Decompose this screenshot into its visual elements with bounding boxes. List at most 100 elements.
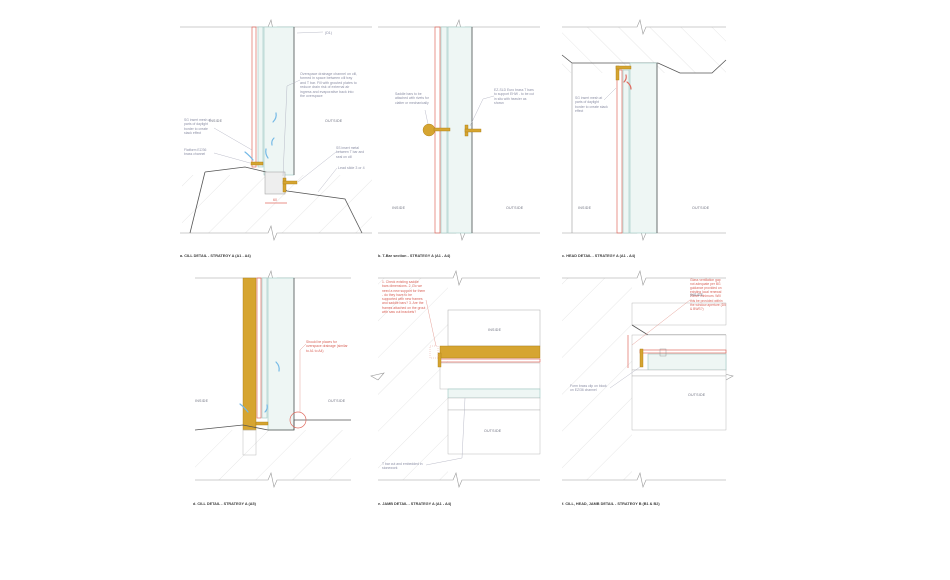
leader-line [317,167,338,193]
brass-channel [250,161,264,166]
saddle-bar [422,123,436,137]
insert-note: SG insert mesh at parts of daylight bord… [575,96,608,113]
leader-line [296,31,324,34]
leaded-glass-zone [447,388,541,399]
bottom-break-line [378,472,540,488]
airflow-arrow-icon [271,137,275,146]
head-profile [561,54,727,74]
airflow-arrow-icon [264,404,268,413]
leader-line [282,79,301,177]
airflow-arrow-icon [239,403,249,413]
leader-line [609,366,641,389]
panel-c-caption: c. HEAD DETAIL - STRATEGY A (A1 - A4) [562,254,636,258]
leader-line [424,109,429,125]
brass-t-bar-flange [282,180,298,185]
airflow-arrow-icon [623,74,627,83]
saddle-bar-outline [429,345,439,359]
brass-frame [242,277,257,431]
brass-channel [639,348,644,368]
secondary-glazing-inner [616,69,623,234]
clip [659,348,667,357]
stone-hatch [195,430,351,480]
secondary-glazing-inner [439,358,541,363]
outside-label: OUTSIDE [325,119,343,123]
outside-block [447,397,541,411]
panel-d-cill-detail: Should be places for overspace drainage … [193,270,351,506]
bottom-break-line [562,472,726,488]
bottom-note: T bar cut and embedded in stonework [382,462,422,470]
panel-f-cill-head-jamb: Glass ventilation gap not adequate per B… [562,270,734,506]
bottom-break-line [180,225,372,241]
leader-line [631,299,691,346]
secondary-glazing [257,26,264,168]
panel-c-head-detail: SG insert mesh at parts of daylight bord… [561,19,727,258]
leaded-glass-zone [647,353,727,371]
steps-note: 1. Check existing saddle bars dimensions… [382,280,425,314]
inside-label: INSIDE [195,399,209,403]
trim-note: SS insert metal between T bar and seal o… [336,146,364,159]
panel-a-caption: a. CILL DETAIL - STRATEGY A (A1 - A4) [180,254,251,258]
brass-channel [437,352,442,368]
reveal-block [439,362,541,390]
panel-f-caption: f. CILL, HEAD, JAMB DETAIL - STRATEGY B … [562,502,660,506]
inside-label: INSIDE [209,119,223,123]
panel-e-caption: e. JAMB DETAIL - STRATEGY A (A1 - A4) [378,502,452,506]
top-break-line [562,19,726,35]
dim-top-label: (D1) [325,31,332,35]
drainage-note: Overspace drainage channel on cill, form… [300,72,357,98]
saddle-note: Saddle bars to be attached with rivets f… [395,92,429,105]
outside-label: OUTSIDE [692,206,710,210]
cill-profile [194,419,351,431]
reveal-line [631,324,726,336]
leader-line [213,152,251,164]
bottom-break-line [195,472,351,488]
brass-t-bar [282,177,287,193]
panel-e-jamb-detail: 1. Check existing saddle bars dimensions… [370,270,541,506]
top-break-line [562,270,726,286]
saddle-bar-tie [433,127,451,132]
leader-line [603,87,617,101]
drainage-note: Should be places for overspace drainage … [306,340,348,353]
leader-line [213,127,253,151]
grout-block [264,171,286,195]
left-break-mark [370,372,385,381]
outside-label: OUTSIDE [688,393,706,397]
airflow-arrow-icon [244,151,254,161]
airflow-arrow-icon [626,81,632,90]
secondary-glazing [622,69,630,234]
outside-label: OUTSIDE [328,399,346,403]
secondary-glazing-inner [256,277,262,419]
frame-foot [242,429,257,456]
outside-label: OUTSIDE [506,206,524,210]
stone-hatch [562,278,632,480]
line-note: Lead slide 3 or 4 [338,166,365,170]
brass-t-bar-flange [464,128,482,133]
panel-b-caption: b. T-Bar section - STRATEGY A (A1 - A4) [378,254,451,258]
inside-label: INSIDE [690,293,704,297]
leader-line [299,343,307,412]
inside-label: INSIDE [578,206,592,210]
detail-callout-circle [289,411,307,429]
panel-d-caption: d. CILL DETAIL - STRATEGY A (A5) [193,502,257,506]
leader-line [425,299,437,347]
brass-channel [255,421,269,426]
leader-line [469,95,495,127]
leader-line [425,397,466,466]
outside-reveal [631,375,727,431]
airflow-arrow-icon [272,112,277,123]
panel-b-tbar-section: Saddle bars to be attached with rivets f… [378,19,540,258]
inside-block [447,309,541,347]
leaded-glass-zone [263,26,295,176]
airflow-arrow-icon [265,148,269,159]
inside-block [631,302,727,326]
leader-line [297,151,337,183]
outside-label: OUTSIDE [484,429,502,433]
brass-frame [439,345,541,359]
tbar-note: EZ-SLD Euro brass T bars to support EHW … [494,88,534,105]
bottom-note: Form brass clip on block on EZ/36 channe… [570,384,607,392]
inside-label: INSIDE [488,328,502,332]
outside-block [631,369,727,377]
leaded-glass-zone [629,62,658,234]
secondary-glazing [261,277,268,419]
